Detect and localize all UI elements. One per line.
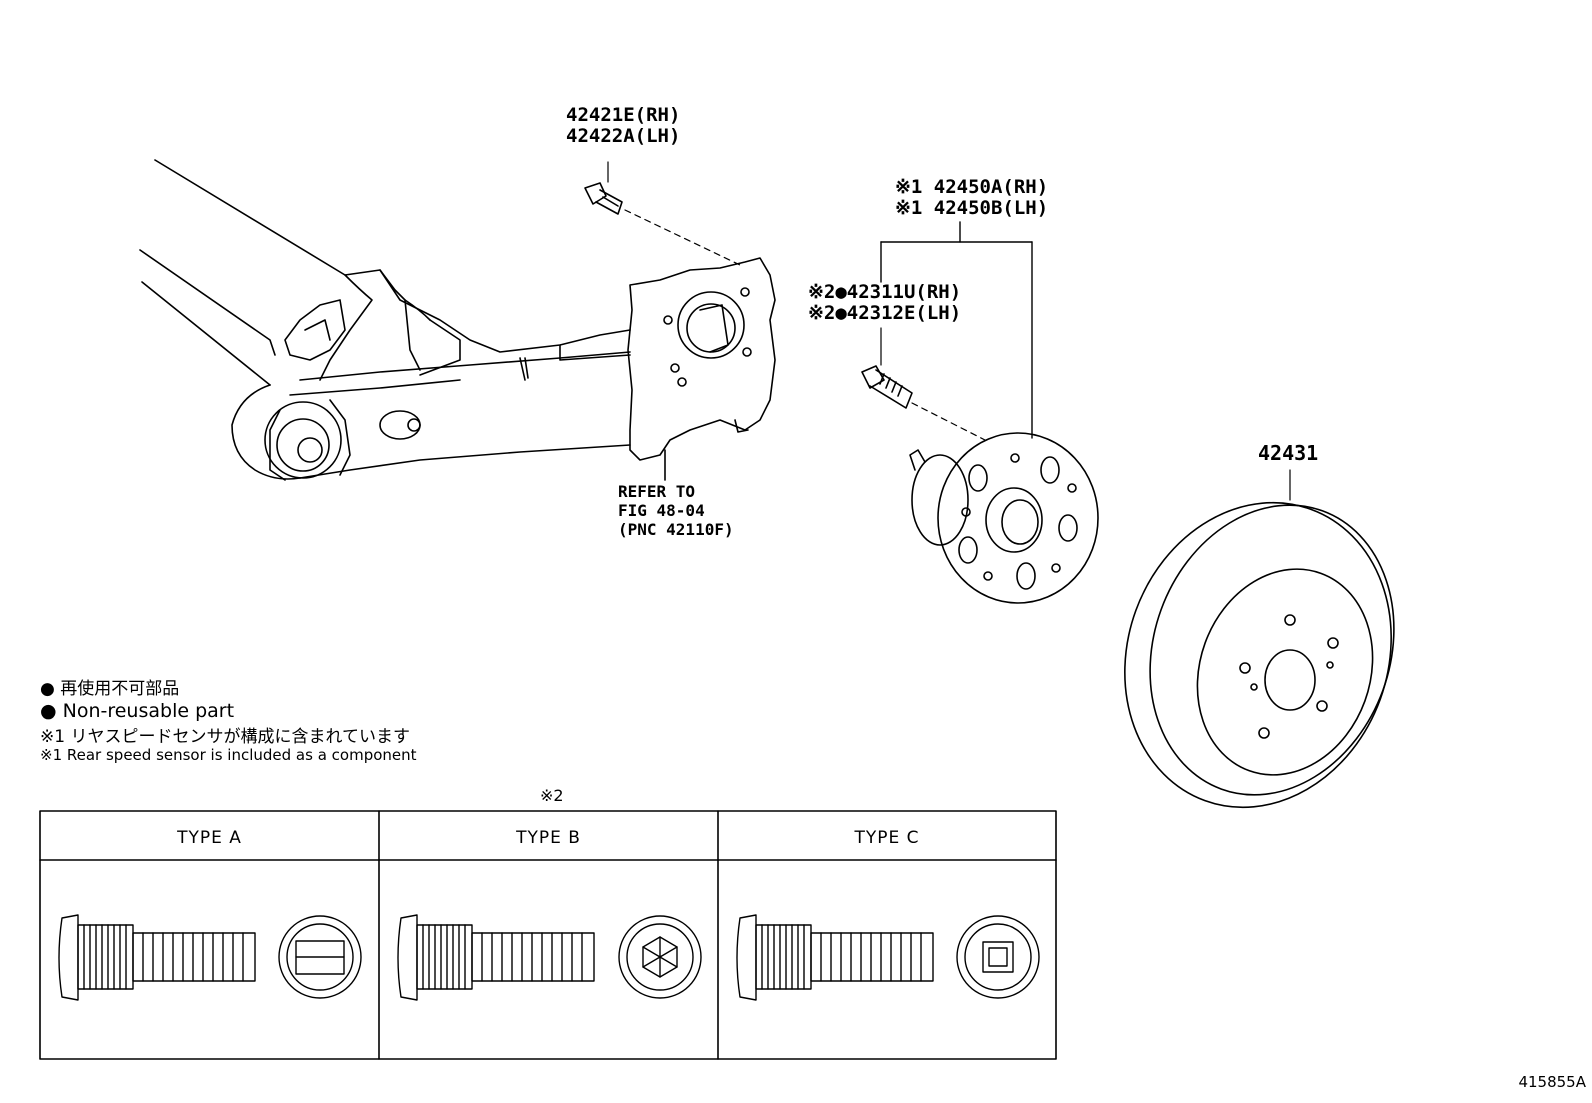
note-nonreusable-en: ● Non-reusable part (40, 700, 235, 722)
rear-axle-beam (139, 159, 631, 481)
axle-carrier (559, 257, 776, 461)
hub-callout-lh: ※1 42450B(LH) (895, 197, 1048, 219)
note-sensor-en: ※1 Rear speed sensor is included as a co… (40, 746, 417, 764)
refer-line-3: (PNC 42110F) (618, 520, 734, 539)
refer-line-2: FIG 48-04 (618, 501, 705, 520)
type-c-stud (736, 914, 1040, 1001)
refer-note: REFER TO FIG 48-04 (PNC 42110F) (618, 482, 734, 539)
knuckle-bolt (584, 161, 741, 266)
bolt-callout-rh: 42421E(RH) (566, 104, 680, 126)
hub-callout-bracket (880, 221, 1033, 439)
hub-callout-rh: ※1 42450A(RH) (895, 176, 1048, 198)
bolt-callout-lh: 42422A(LH) (566, 125, 680, 147)
type-c-header: TYPE C (854, 828, 920, 848)
type-b-header: TYPE B (516, 828, 581, 848)
note-sensor-jp: ※1 リヤスピードセンサが構成に含まれています (40, 727, 410, 747)
figure-id: 415855A (1518, 1073, 1586, 1091)
type-a-stud (58, 914, 362, 1001)
callout-labels: 42421E(RH) 42422A(LH) ※1 42450A(RH) ※1 4… (566, 104, 1318, 465)
type-b-stud (397, 914, 702, 1001)
table-marker: ※2 (540, 786, 564, 805)
note-nonreusable-jp: ● 再使用不可部品 (40, 679, 180, 699)
refer-line-1: REFER TO (618, 482, 696, 501)
rotor-callout: 42431 (1258, 441, 1318, 465)
hub-stud (861, 327, 986, 441)
disc-rotor (1124, 469, 1395, 809)
stud-callout-lh: ※2●42312E(LH) (808, 302, 961, 324)
hub-bearing (909, 432, 1099, 604)
stud-callout-rh: ※2●42311U(RH) (808, 281, 961, 303)
stud-types-table (39, 810, 1057, 1060)
type-a-header: TYPE A (177, 828, 242, 848)
